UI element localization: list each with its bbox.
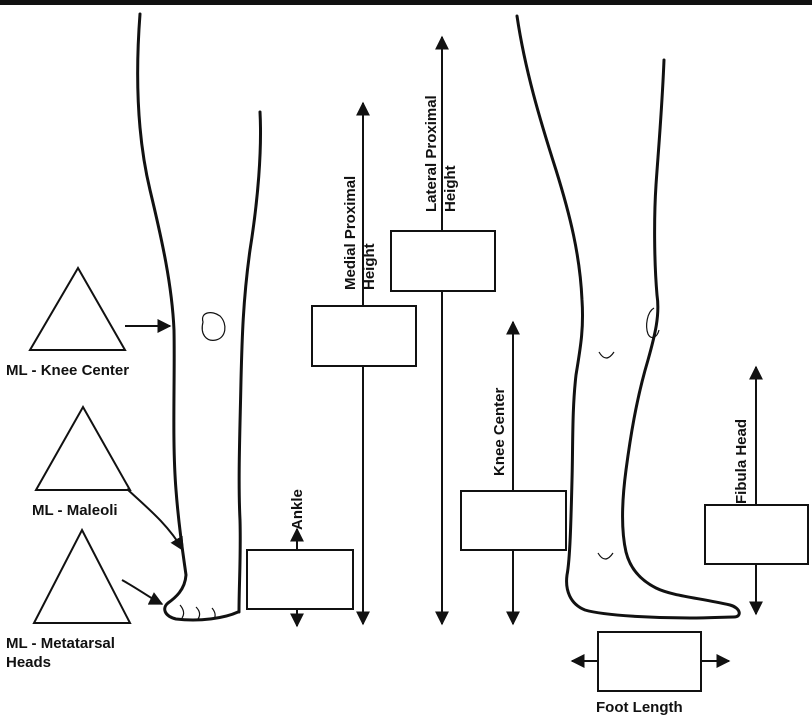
triangle-maleoli (34, 404, 132, 491)
ankle-box (246, 549, 354, 610)
top-border (0, 0, 812, 5)
foot-length-box (597, 631, 702, 692)
knee-mark-upper (598, 351, 615, 359)
label-ml-metatarsal-2: Heads (6, 654, 51, 671)
medial-box (311, 305, 417, 367)
label-fibula-head: Fibula Head (733, 419, 750, 504)
lateral-box (390, 230, 496, 292)
label-ml-knee-center: ML - Knee Center (6, 362, 129, 379)
knee-center-box (460, 490, 567, 551)
fibula-box (704, 504, 809, 565)
label-medial-2: Height (361, 243, 378, 290)
label-lateral-1: Lateral Proximal (423, 95, 440, 212)
label-knee-center: Knee Center (491, 387, 508, 476)
label-ml-maleoli: ML - Maleoli (32, 502, 118, 519)
arrow-maleoli (126, 488, 184, 552)
left-leg-outline (136, 12, 263, 622)
label-ml-metatarsal-1: ML - Metatarsal (6, 635, 115, 652)
ankle-mark (597, 552, 614, 560)
label-lateral-2: Height (442, 165, 459, 212)
knee-center-marker (201, 312, 226, 341)
triangle-knee-center (28, 266, 127, 351)
triangle-metatarsal (32, 527, 132, 624)
label-medial-1: Medial Proximal (342, 176, 359, 290)
label-foot-length: Foot Length (596, 699, 683, 716)
arrow-metatarsal (121, 579, 164, 605)
label-ankle: Ankle (289, 489, 306, 530)
right-leg-outline (515, 14, 741, 620)
